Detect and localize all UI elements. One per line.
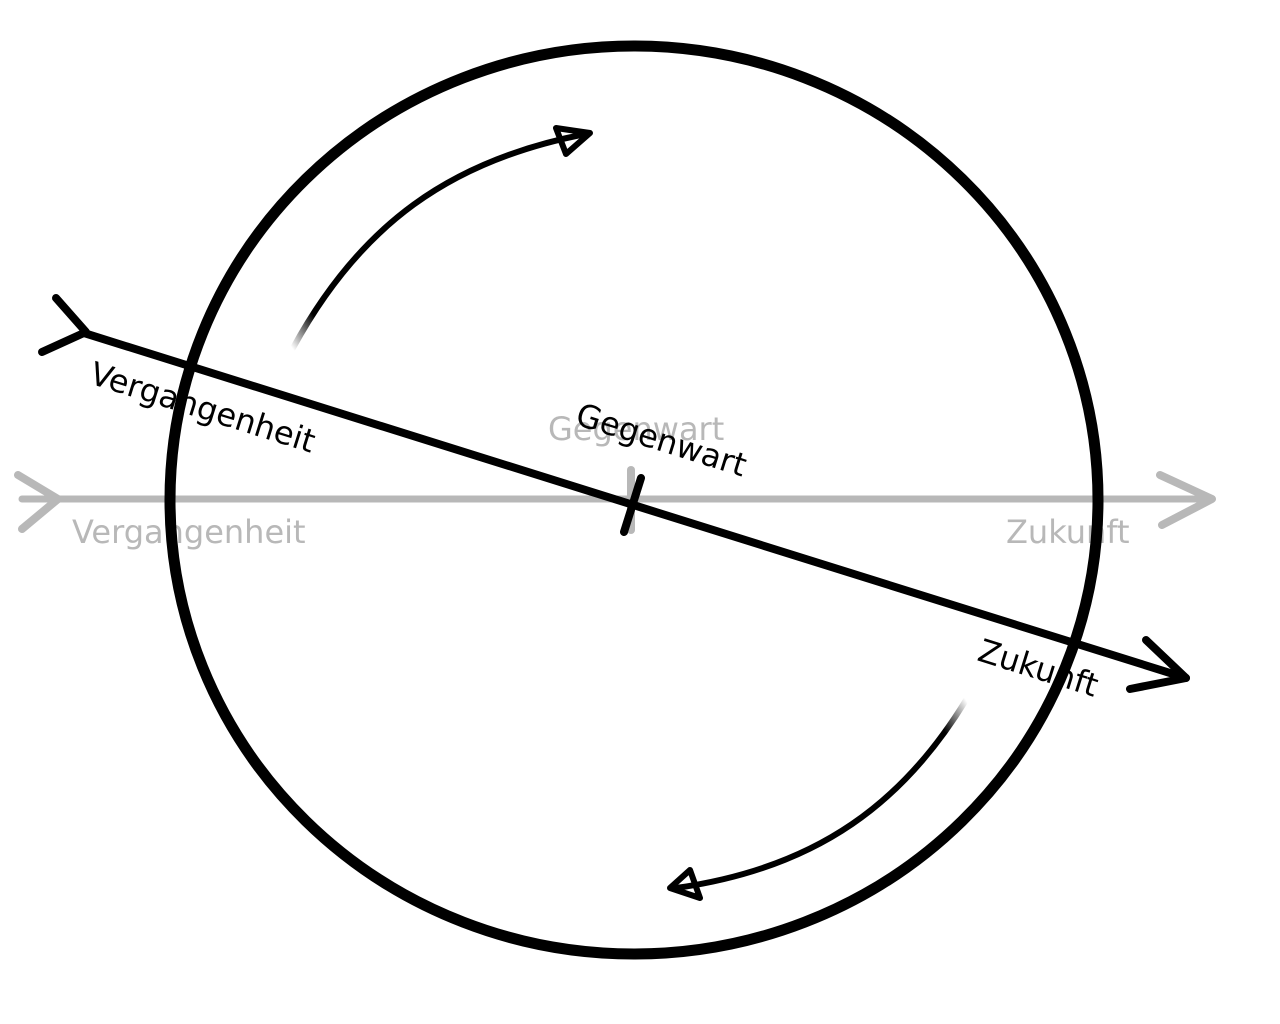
rotation-arrow-top-arc [290, 131, 589, 351]
cycle-circle [164, 40, 1104, 960]
rotation-arrow-bottom-head-icon [667, 867, 703, 901]
rotation-arrow-bottom [667, 697, 969, 901]
horizontal-present-label: Gegenwart [548, 410, 724, 448]
rotation-arrow-bottom-arc [673, 697, 969, 891]
tilted-timeline-arrowhead-icon [1126, 636, 1190, 693]
horizontal-timeline-tail-icon [14, 471, 62, 533]
tilted-timeline-tail-icon [38, 294, 90, 356]
horizontal-timeline-arrowhead-icon [1156, 471, 1216, 529]
rotation-arrow-top [290, 125, 593, 351]
tilted-present-label: Gegenwart [572, 395, 752, 484]
rotation-arrow-top-head-icon [553, 125, 593, 157]
tilted-timeline-present-tick [620, 474, 645, 536]
horizontal-past-label: Vergangenheit [72, 513, 306, 551]
horizontal-future-label: Zukunft [1006, 513, 1130, 551]
